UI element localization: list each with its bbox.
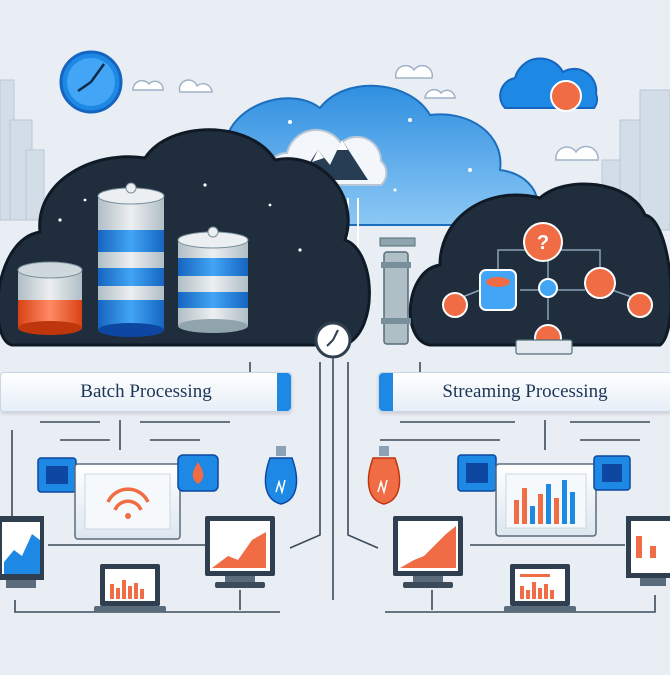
lightbulb-icon: [367, 446, 401, 505]
connector-lines: [11, 357, 656, 613]
storage-box-icon: [37, 457, 77, 493]
database-icon: [97, 182, 165, 337]
monitor-icon: [393, 516, 463, 588]
question-icon: ?: [523, 222, 563, 262]
svg-text:?: ?: [537, 232, 549, 254]
monitor-icon: [205, 516, 275, 588]
laptop-icon: [504, 564, 576, 612]
clock-icon: [314, 321, 352, 359]
banner-accent-stripe: [277, 373, 291, 411]
small-cloud: [132, 64, 599, 161]
cloud-icon: [499, 57, 599, 112]
storage-box-icon: [515, 339, 573, 355]
clock-icon: [59, 50, 123, 114]
storage-box-icon: [593, 455, 631, 491]
monitor-icon: [626, 516, 670, 586]
wifi-icon: [106, 487, 150, 519]
storage-box-icon: [457, 454, 497, 492]
monitor-icon: [495, 463, 597, 537]
batch-processing-banner: Batch Processing: [0, 372, 292, 412]
streaming-flow-cloud: [408, 182, 670, 347]
batch-processing-title: Batch Processing: [80, 381, 212, 402]
database-icon: [177, 226, 249, 333]
pipe-valve-icon: [379, 237, 416, 345]
fire-icon: [177, 454, 219, 492]
laptop-icon: [94, 564, 166, 612]
streaming-processing-banner: Streaming Processing: [378, 372, 670, 412]
lightbulb-icon: [264, 446, 298, 505]
monitor-icon: [0, 516, 44, 588]
database-icon: [17, 261, 83, 335]
banner-accent-stripe: [379, 373, 393, 411]
streaming-processing-title: Streaming Processing: [442, 381, 608, 402]
